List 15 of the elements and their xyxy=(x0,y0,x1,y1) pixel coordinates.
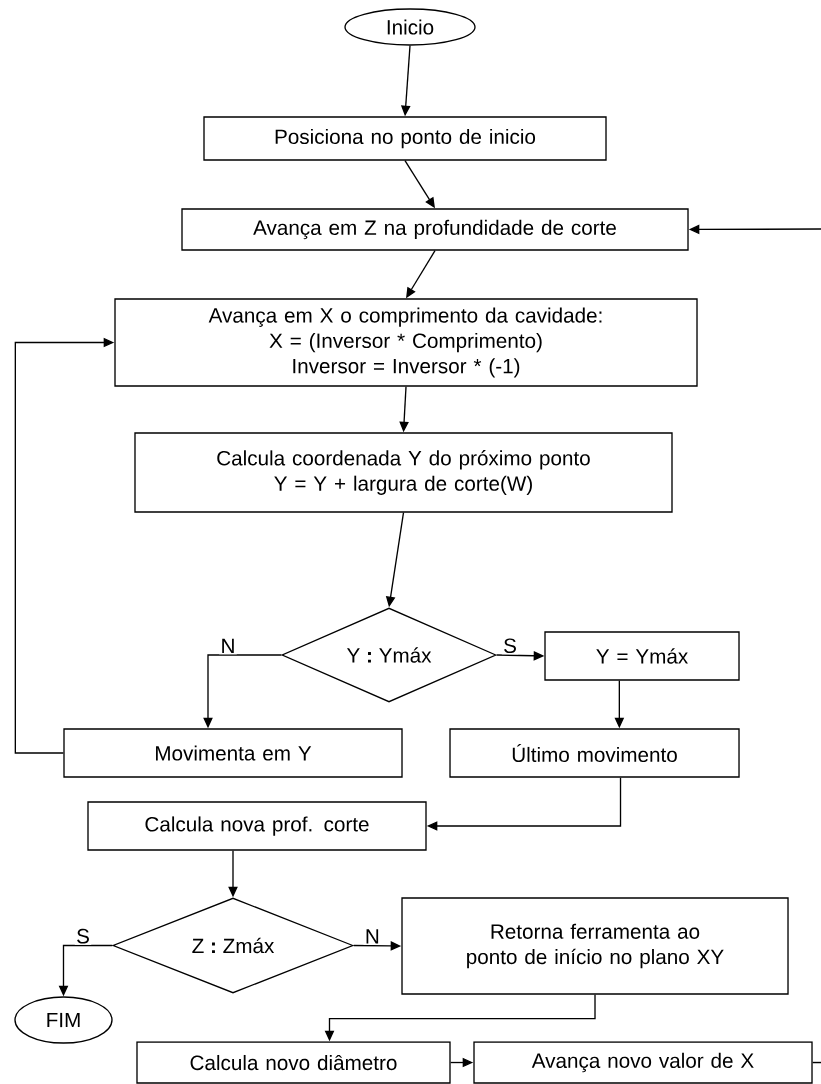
edge-label: N xyxy=(363,927,382,945)
process-box: Avança novo valor de X xyxy=(473,1041,813,1084)
edge-label: S xyxy=(501,637,519,655)
process-box: Movimenta em Y xyxy=(63,728,403,778)
process-box: Último movimento xyxy=(449,728,740,778)
process-box: Avança em Z na profundidade de corte xyxy=(181,208,689,251)
process-box: Calcula coordenada Y do próximo ponto Y = Y + largura de corte(W) xyxy=(134,432,673,513)
process-box: Y = Ymáx xyxy=(544,631,740,681)
process-box: Calcula novo diâmetro xyxy=(136,1041,451,1084)
process-box: Posiciona no ponto de inicio xyxy=(203,116,607,161)
process-box: Calcula nova prof. corte xyxy=(87,801,427,851)
process-box: Avança em X o comprimento da cavidade: X = (Inversor * Comprimento) Inversor = Inversor * (-1) xyxy=(114,298,698,387)
edge-label: N xyxy=(219,637,237,655)
edge-label: S xyxy=(74,927,92,945)
process-box: Retorna ferramenta ao ponto de início no plano XY xyxy=(401,897,789,995)
